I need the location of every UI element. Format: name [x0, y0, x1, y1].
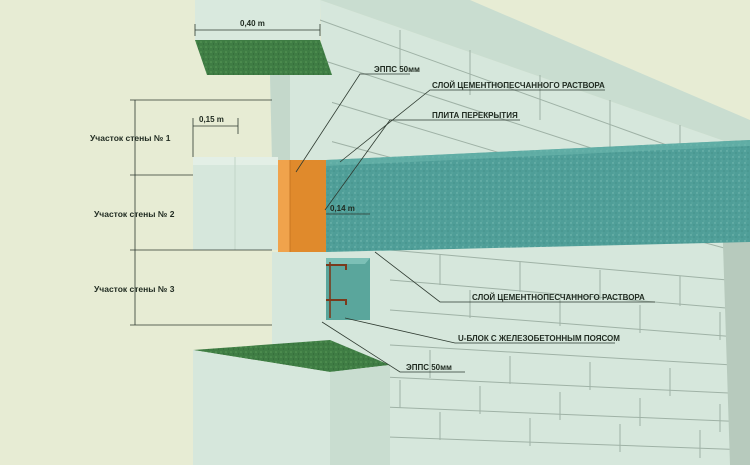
zone-label-3: Участок стены № 3	[94, 284, 175, 294]
dimension-top-width: 0,40 m	[194, 19, 321, 36]
zone-brackets	[130, 99, 272, 326]
callout-leaders	[295, 73, 655, 373]
zone-label-1: Участок стены № 1	[90, 133, 171, 143]
floor-slab	[326, 140, 750, 252]
dimension-side-width-text: 0,15 m	[199, 115, 224, 124]
callout-epps-bottom: ЭППС 50мм	[406, 363, 452, 372]
callout-epps-top: ЭППС 50мм	[374, 65, 420, 74]
left-wall-block	[193, 157, 278, 250]
dimension-side-width: 0,15 m	[192, 115, 239, 157]
dimension-slab-height: 0,14 m	[326, 204, 370, 215]
callout-slab: ПЛИТА ПЕРЕКРЫТИЯ	[432, 111, 518, 120]
dimension-top-width-text: 0,40 m	[240, 19, 265, 28]
zone-label-2: Участок стены № 2	[94, 209, 175, 219]
callout-ublock: U-БЛОК С ЖЕЛЕЗОБЕТОННЫМ ПОЯСОМ	[458, 334, 620, 343]
dimension-slab-height-text: 0,14 m	[330, 204, 355, 213]
bottom-wall-block	[193, 340, 390, 465]
u-block	[272, 252, 390, 345]
callout-mortar-top: СЛОЙ ЦЕМЕНТНОПЕСЧАННОГО РАСТВОРА	[432, 81, 605, 90]
callout-mortar-bottom: СЛОЙ ЦЕМЕНТНОПЕСЧАННОГО РАСТВОРА	[472, 293, 645, 302]
